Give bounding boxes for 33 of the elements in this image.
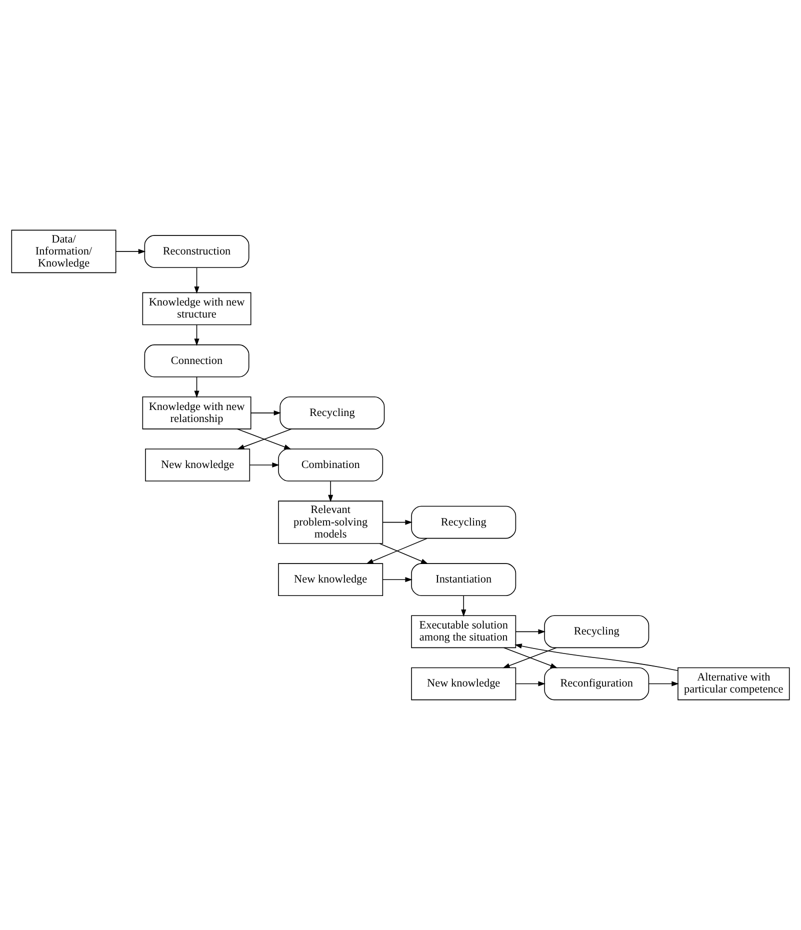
arrow	[194, 324, 200, 346]
arrow	[194, 267, 200, 294]
node-box: Alternative with particular competence	[678, 667, 790, 700]
node-box: Relevant problem-solving models	[278, 500, 384, 544]
arrow	[379, 543, 428, 564]
arrow	[116, 248, 146, 254]
arrow	[514, 644, 678, 671]
arrow	[648, 681, 679, 686]
arrow	[366, 538, 428, 564]
arrow	[515, 629, 546, 634]
node-box: Executable solution among the situation	[411, 615, 516, 648]
node-box: Knowledge with new relationship	[142, 396, 252, 430]
node-box: Recycling	[544, 615, 650, 648]
arrow	[515, 681, 546, 686]
node-box: New knowledge	[145, 448, 250, 482]
arrow	[249, 462, 280, 468]
arrow	[382, 520, 412, 525]
node-box: Connection	[144, 344, 250, 378]
node-box: Knowledge with new structure	[142, 292, 252, 326]
arrow	[382, 577, 412, 582]
node-box: New knowledge	[278, 563, 384, 596]
arrow	[328, 480, 334, 502]
node-box: New knowledge	[411, 667, 516, 700]
node-box: Reconstruction	[144, 235, 250, 268]
node-box: Recycling	[411, 506, 516, 539]
node-box: Data/ Information/ Knowledge	[11, 230, 116, 274]
node-box: Combination	[278, 448, 384, 482]
arrow	[250, 410, 282, 416]
node-box: Reconfiguration	[544, 667, 650, 700]
arrow	[461, 595, 466, 617]
node-box: Recycling	[280, 396, 385, 430]
node-box: Instantiation	[411, 563, 516, 596]
arrow	[194, 376, 200, 398]
